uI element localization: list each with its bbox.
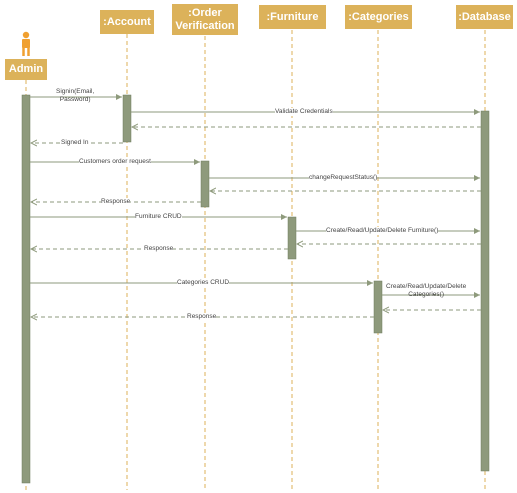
msg-furniture-db-label: Create/Read/Update/Delete Furniture() (326, 227, 439, 235)
activation-database (480, 110, 490, 472)
participant-furniture-label: :Furniture (266, 10, 319, 23)
msg-signed-in-label: Signed In (61, 139, 89, 147)
participant-categories-label: :Categories (348, 10, 409, 23)
participant-database-label: :Database (458, 10, 511, 23)
msg-categories-db-label: Create/Read/Update/Delete Categories() (386, 283, 467, 298)
activation-account (122, 94, 132, 143)
msg-signin-label: Signin(Email, Password) (56, 88, 95, 103)
msg-order-response-label: Response (101, 198, 131, 206)
participant-categories-header: :Categories (345, 5, 412, 29)
msg-change-status-label: changeRequestStatus() (309, 174, 378, 182)
msg-categories-crud-label: Categories CRUD (177, 279, 230, 287)
activation-admin (21, 94, 31, 484)
activation-bars (21, 94, 490, 484)
activation-categories (373, 280, 383, 334)
msg-validate-label: Validate Credentials (275, 108, 333, 116)
actor-admin-label: Admin (8, 63, 44, 75)
participant-order-header: :Order Verification (172, 4, 238, 35)
participant-order-label: :Order Verification (175, 6, 235, 32)
activation-order (200, 160, 210, 208)
participant-furniture-header: :Furniture (259, 5, 326, 29)
msg-categories-response-label: Response (187, 313, 217, 321)
participant-account-label: :Account (103, 15, 151, 28)
actor-icon (22, 31, 30, 56)
msg-order-request-label: Customers order request (79, 158, 151, 166)
activation-furniture (287, 216, 297, 260)
participant-account-header: :Account (100, 10, 154, 34)
msg-furniture-crud-label: Furniture CRUD (135, 213, 182, 221)
actor-admin-header: Admin (5, 59, 47, 80)
lifelines (25, 30, 486, 490)
participant-database-header: :Database (456, 5, 513, 29)
msg-furniture-response-label: Response (144, 245, 174, 253)
